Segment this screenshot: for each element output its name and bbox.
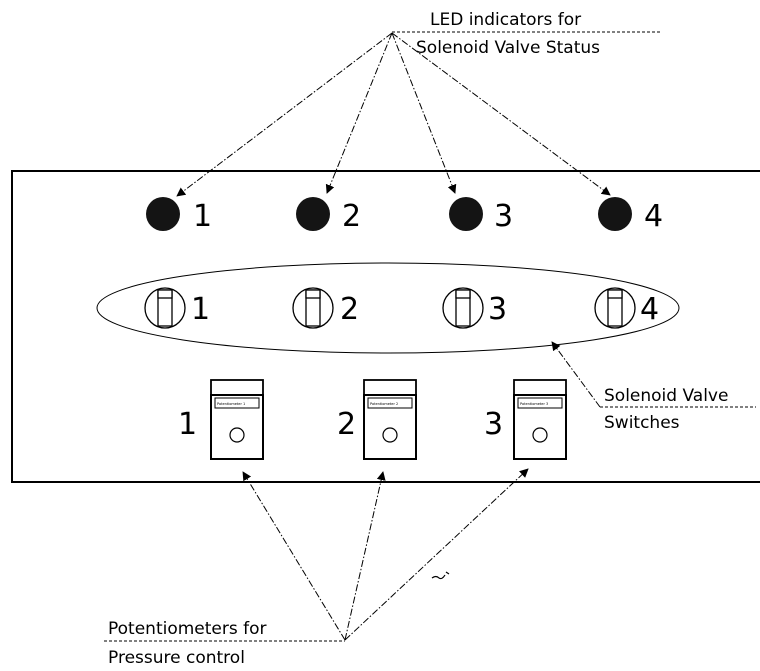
led-indicator-icon [598, 197, 632, 231]
potentiometer-label: 1 [178, 407, 197, 442]
led-label: 3 [494, 199, 513, 234]
potentiometer-plate-text: Potentiometer 1 [217, 402, 245, 406]
switch-label: 2 [340, 292, 359, 327]
switch-callout-line2: Switches [604, 413, 680, 433]
switch-callout-line1: Solenoid Valve [604, 386, 728, 406]
potentiometer-3[interactable]: 3 Potentiometer 3 [484, 379, 567, 460]
switch-2[interactable]: 2 [292, 287, 359, 329]
switch-callout: Solenoid Valve Switches [551, 341, 756, 433]
potentiometer-cap [210, 379, 264, 396]
toggle-lever-tip-icon [157, 289, 173, 299]
led-arrow-4 [391, 32, 611, 196]
led-indicator-icon [449, 197, 483, 231]
led-3: 3 [449, 197, 513, 234]
potentiometer-callout-line2: Pressure control [108, 648, 245, 668]
led-1: 1 [146, 197, 212, 234]
led-indicator-icon [146, 197, 180, 231]
potentiometer-arrow-3 [344, 468, 529, 641]
potentiometer-callout-line1: Potentiometers for [108, 619, 267, 639]
led-arrow-1 [176, 32, 393, 197]
potentiometer-leader-lines [242, 468, 529, 641]
led-callout: LED indicators for Solenoid Valve Status [392, 10, 660, 58]
scan-artifact [431, 571, 450, 580]
potentiometer-plate [367, 397, 413, 409]
potentiometer-callout: Potentiometers for Pressure control [104, 619, 345, 668]
potentiometer-label: 3 [484, 407, 503, 442]
led-2: 2 [296, 197, 361, 234]
led-arrow-3 [391, 32, 457, 194]
potentiometer-cap [513, 379, 567, 396]
potentiometer-1[interactable]: 1 Potentiometer 1 [178, 379, 264, 460]
switch-1[interactable]: 1 [144, 287, 210, 329]
potentiometer-plate-text: Potentiometer 2 [370, 402, 398, 406]
switch-label: 4 [640, 292, 659, 327]
potentiometer-arrow-1 [242, 471, 346, 641]
led-callout-line1: LED indicators for [430, 10, 581, 30]
potentiometer-arrow-2 [344, 471, 386, 641]
led-leader-lines [176, 32, 611, 197]
potentiometer-plate [214, 397, 260, 409]
switch-arrow [551, 341, 601, 408]
led-arrow-2 [325, 32, 393, 194]
switch-label: 3 [488, 292, 507, 327]
toggle-lever-tip-icon [607, 289, 623, 299]
led-callout-line2: Solenoid Valve Status [416, 38, 600, 58]
potentiometer-plate [517, 397, 563, 409]
led-indicator-icon [296, 197, 330, 231]
switch-4[interactable]: 4 [594, 287, 659, 329]
toggle-lever-tip-icon [455, 289, 471, 299]
potentiometer-cap [363, 379, 417, 396]
led-4: 4 [598, 197, 663, 234]
switch-group-outline [96, 262, 680, 354]
potentiometer-plate-text: Potentiometer 3 [520, 402, 548, 406]
switch-label: 1 [191, 292, 210, 327]
potentiometer-2[interactable]: 2 Potentiometer 2 [337, 379, 417, 460]
switch-3[interactable]: 3 [442, 287, 507, 329]
led-label: 2 [342, 199, 361, 234]
potentiometer-knob-icon[interactable] [532, 427, 548, 443]
toggle-lever-tip-icon [305, 289, 321, 299]
led-label: 1 [193, 199, 212, 234]
potentiometer-knob-icon[interactable] [382, 427, 398, 443]
potentiometer-knob-icon[interactable] [229, 427, 245, 443]
potentiometer-label: 2 [337, 407, 356, 442]
led-label: 4 [644, 199, 663, 234]
control-panel [11, 170, 760, 483]
